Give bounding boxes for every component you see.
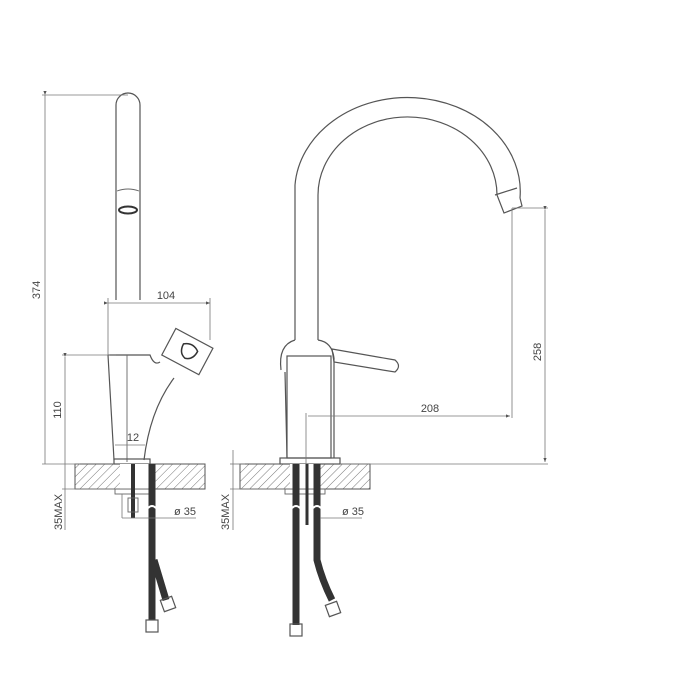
dim-handle-reach: 104 — [157, 290, 175, 302]
dim-spout-height: 258 — [532, 343, 544, 361]
dim-offset: 12 — [127, 432, 139, 444]
side-hoses — [127, 464, 177, 633]
front-spout — [294, 96, 523, 340]
dim-counter-thickness: 35MAX — [53, 493, 65, 530]
dim-counter-thickness-front: 35MAX — [220, 493, 232, 530]
front-view: 258 208 35MAX ø 35 — [220, 96, 548, 637]
side-view: 374 104 110 12 35MAX ø 35 — [31, 91, 214, 633]
front-hoses — [289, 464, 342, 637]
dim-body-height: 110 — [52, 401, 64, 419]
side-handle — [160, 327, 214, 376]
front-body — [279, 339, 400, 465]
side-dimensions: 374 104 110 12 35MAX ø 35 — [31, 91, 211, 530]
dim-total-height: 374 — [31, 281, 43, 299]
side-spout — [115, 92, 141, 300]
dim-hole-diameter-front: ø 35 — [342, 506, 364, 518]
side-body — [107, 354, 175, 465]
dim-hole-diameter: ø 35 — [174, 506, 196, 518]
front-dimensions: 258 208 35MAX ø 35 — [220, 206, 548, 530]
dim-spout-reach: 208 — [421, 403, 439, 415]
